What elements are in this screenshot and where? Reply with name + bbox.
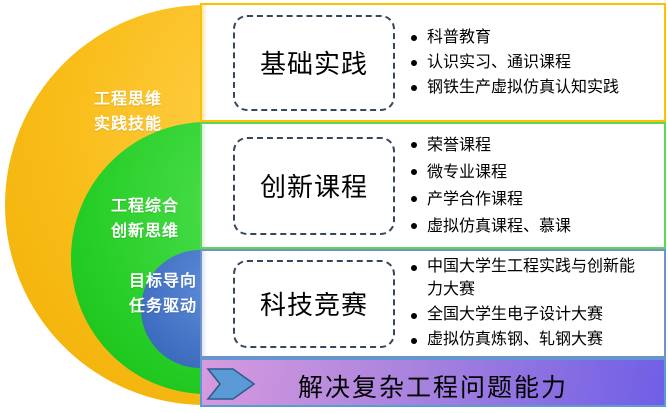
row-basic-practice: 基础实践 科普教育 认识实习、通识课程 钢铁生产虚拟仿真认知实践: [200, 3, 666, 122]
right-arrow-icon: [206, 368, 256, 400]
bullet-item: 产学合作课程: [407, 186, 647, 213]
bullet-item: 钢铁生产虚拟仿真认知实践: [407, 75, 647, 100]
innovative-courses-title: 创新课程: [259, 172, 368, 202]
outer-ring-label-line2: 实践技能: [93, 116, 162, 133]
middle-ring-label: 工程综合 创新思维: [85, 194, 205, 244]
bullet-item: 微专业课程: [407, 159, 647, 186]
basic-practice-title: 基础实践: [259, 49, 368, 79]
basic-practice-bullet-list: 科普教育 认识实习、通识课程 钢铁生产虚拟仿真认知实践: [407, 25, 647, 100]
inner-ring-label-line2: 任务驱动: [128, 298, 197, 315]
footer-bar: 解决复杂工程问题能力: [200, 358, 666, 407]
outer-ring-label: 工程思维 实践技能: [68, 87, 188, 137]
tech-competitions-bullet-list: 中国大学生工程实践与创新能力大赛 全国大学生电子设计大赛 虚拟仿真炼钢、轧钢大赛: [407, 255, 647, 353]
innovative-courses-bullet-list: 荣誉课程 微专业课程 产学合作课程 虚拟仿真课程、慕课: [407, 132, 647, 240]
outer-ring-label-line1: 工程思维: [93, 91, 162, 108]
bullet-item: 中国大学生工程实践与创新能力大赛: [407, 255, 647, 301]
tech-competitions-title: 科技竞赛: [259, 290, 368, 320]
row-innovative-courses: 创新课程 荣誉课程 微专业课程 产学合作课程 虚拟仿真课程、慕课: [200, 122, 666, 249]
footer-label: 解决复杂工程问题能力: [297, 373, 568, 402]
inner-ring-label-line1: 目标导向: [128, 273, 197, 290]
tech-competitions-title-box: 科技竞赛: [233, 259, 395, 348]
basic-practice-title-box: 基础实践: [233, 14, 395, 111]
innovative-courses-title-box: 创新课程: [233, 136, 395, 235]
row-tech-competitions: 科技竞赛 中国大学生工程实践与创新能力大赛 全国大学生电子设计大赛 虚拟仿真炼钢…: [200, 249, 666, 358]
middle-ring-label-line2: 创新思维: [110, 223, 179, 240]
middle-ring-label-line1: 工程综合: [110, 198, 179, 215]
bullet-item: 荣誉课程: [407, 132, 647, 159]
bullet-item: 认识实习、通识课程: [407, 50, 647, 75]
bullet-item: 科普教育: [407, 25, 647, 50]
bullet-item: 虚拟仿真炼钢、轧钢大赛: [407, 328, 647, 351]
bullet-item: 全国大学生电子设计大赛: [407, 303, 647, 326]
inner-ring-label: 目标导向 任务驱动: [103, 269, 223, 319]
bullet-item: 虚拟仿真课程、慕课: [407, 213, 647, 240]
